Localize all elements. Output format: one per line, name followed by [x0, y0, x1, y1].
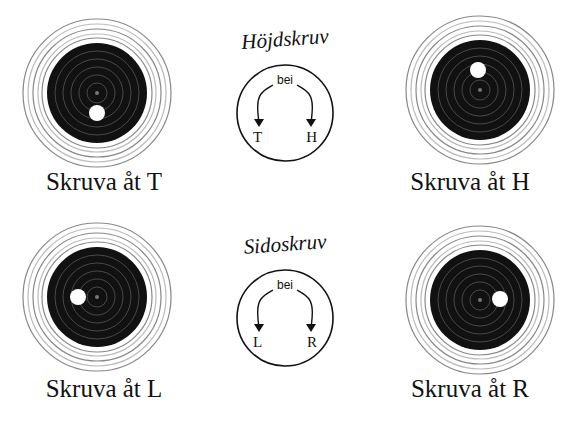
dial-mark: L	[253, 334, 262, 351]
shooting-target	[23, 19, 171, 167]
arrow-head	[254, 324, 264, 332]
arrow-head	[306, 119, 316, 127]
dial-heading: Sidoskruv	[243, 229, 327, 260]
dial-heading: Höjdskruv	[240, 24, 329, 55]
arrow-head	[306, 324, 316, 332]
turn-arrow	[258, 290, 273, 328]
bullet-hole	[70, 289, 86, 305]
dial-mark: R	[307, 334, 317, 351]
caption: Skruva åt R	[370, 375, 570, 403]
shooting-target	[406, 226, 554, 374]
dial-mark: H	[306, 129, 317, 146]
bullet-hole	[492, 291, 508, 307]
dial-circle: HöjdskruvbeiTH	[235, 63, 335, 163]
caption: Skruva åt L	[4, 375, 204, 403]
turn-arrow	[258, 85, 273, 123]
bullet-hole	[89, 105, 105, 121]
caption: Skruva åt H	[370, 168, 570, 196]
dial-mark: bei	[277, 278, 293, 292]
bullet-hole	[470, 62, 486, 78]
shooting-target	[23, 223, 171, 371]
dial-mark: T	[253, 129, 262, 146]
arrow-head	[254, 119, 264, 127]
turn-arrow	[297, 290, 312, 328]
caption: Skruva åt T	[4, 168, 204, 196]
dial-circle: SidoskruvbeiLR	[235, 268, 335, 368]
turn-arrow	[297, 85, 312, 123]
dial-mark: bei	[277, 73, 293, 87]
shooting-target	[406, 16, 554, 164]
